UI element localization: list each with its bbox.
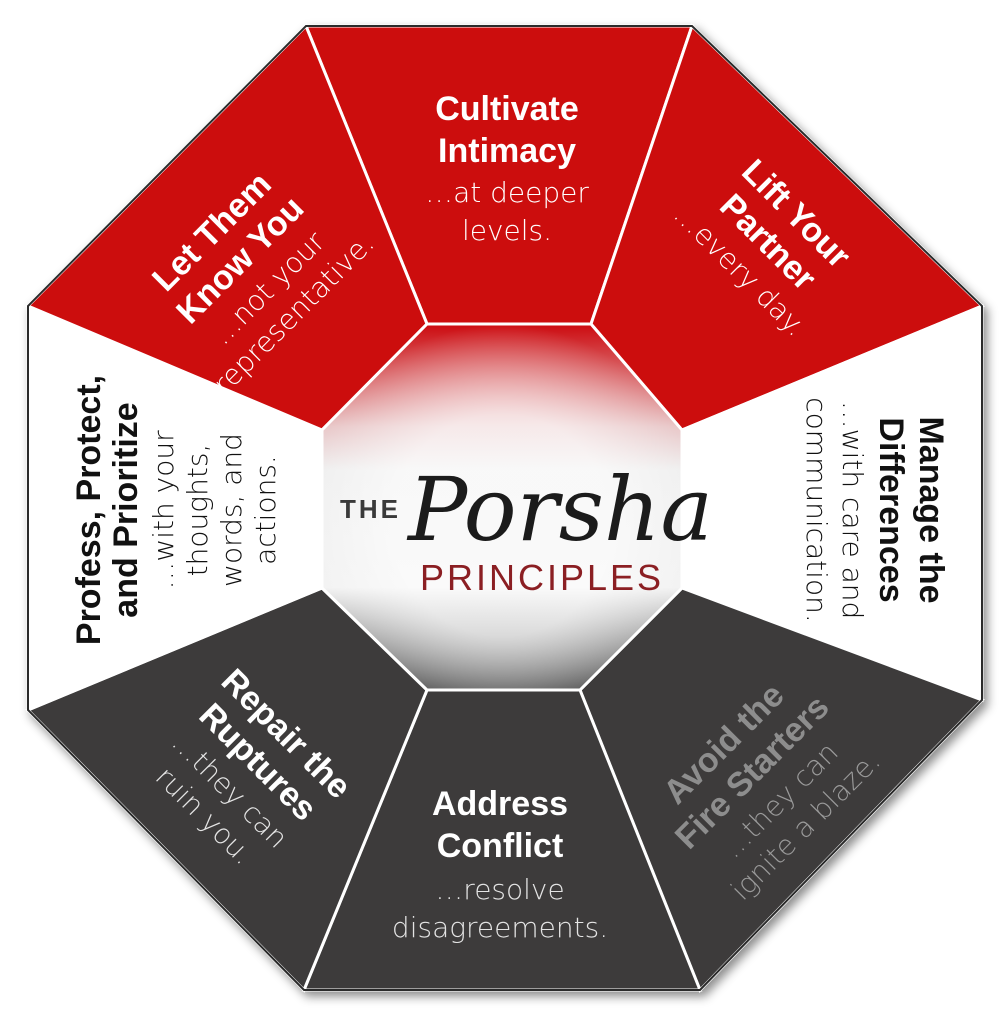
label-bottom: Address Conflict …resolve disagreements. <box>392 785 608 944</box>
subtitle-line: communication. <box>800 397 833 622</box>
label-left: Profess, Protect, and Prioritize …with y… <box>70 375 282 645</box>
title-line: Address <box>432 785 568 823</box>
logo-subtitle: PRINCIPLES <box>420 557 664 598</box>
label-top: Cultivate Intimacy …at deeper levels. <box>425 90 589 247</box>
title-line: Manage the <box>912 416 950 603</box>
subtitle-line: levels. <box>462 214 552 247</box>
title-line: Cultivate <box>435 90 579 128</box>
subtitle-line: disagreements. <box>392 911 608 944</box>
label-right: Manage the Differences …with care and co… <box>800 397 950 622</box>
subtitle-line: …with your <box>147 430 180 590</box>
subtitle-line: …with care and <box>836 401 869 620</box>
subtitle-line: actions. <box>249 455 282 565</box>
title-line: Conflict <box>437 827 564 865</box>
logo-name: Porsha <box>406 458 713 561</box>
logo-the: THE <box>340 494 401 524</box>
title-line: Intimacy <box>438 132 576 170</box>
logo: THE Porsha PRINCIPLES <box>340 458 713 598</box>
subtitle-line: thoughts, <box>181 444 214 577</box>
title-line: Profess, Protect, <box>70 375 108 645</box>
title-line: and Prioritize <box>107 402 145 617</box>
title-line: Differences <box>872 417 910 602</box>
subtitle-line: …resolve <box>435 873 564 906</box>
subtitle-line: words, and <box>215 433 248 587</box>
subtitle-line: …at deeper <box>425 176 589 209</box>
